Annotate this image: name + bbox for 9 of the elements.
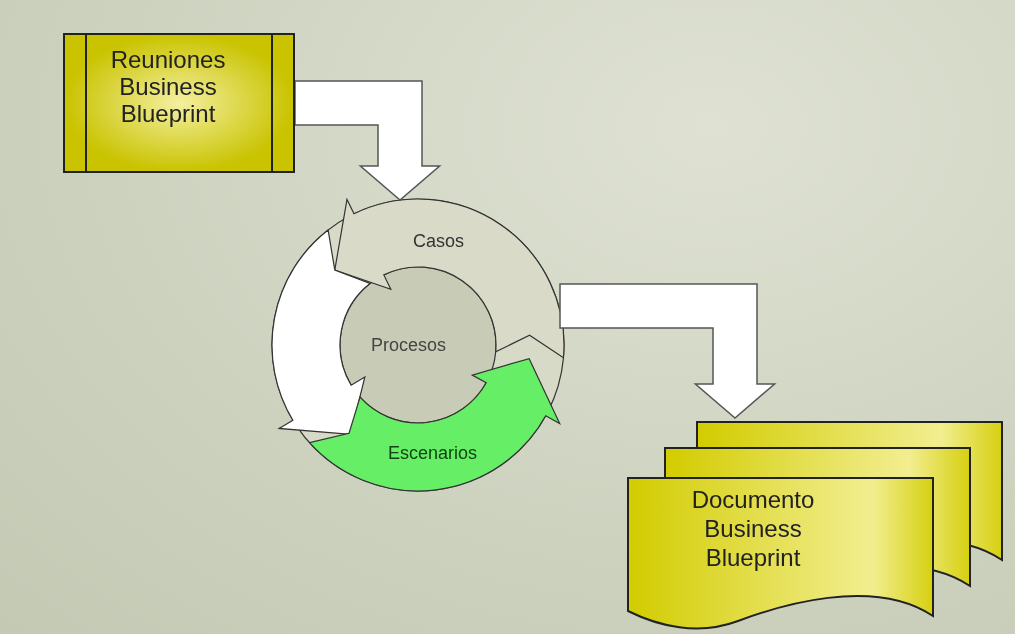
cycle-label: Escenarios xyxy=(388,443,478,464)
document-label: Documento Business Blueprint xyxy=(690,486,816,573)
box-label: Reuniones Business Blueprint xyxy=(109,47,227,128)
process-box xyxy=(63,33,295,173)
multi-document-shape xyxy=(628,420,1003,632)
block-arrow xyxy=(294,80,442,201)
cycle-label: Procesos xyxy=(371,335,447,356)
cycle-label: Casos xyxy=(413,231,465,252)
block-arrow xyxy=(559,283,777,419)
